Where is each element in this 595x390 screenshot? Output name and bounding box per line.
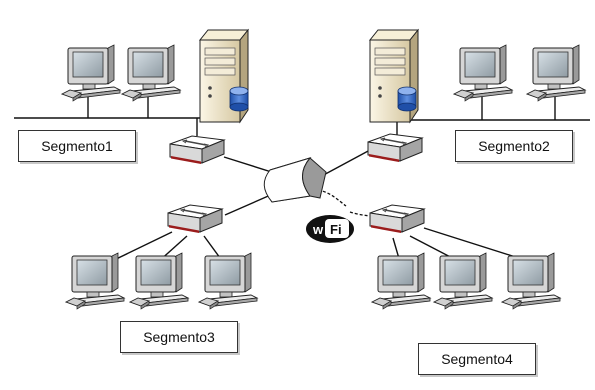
wireless-link <box>317 189 371 217</box>
workstation-icon <box>61 44 121 102</box>
network-switch-icon <box>367 133 423 163</box>
network-switch-icon <box>369 204 425 234</box>
wifi-badge-text-fi: Fi <box>330 222 342 237</box>
workstation-icon <box>526 44 586 102</box>
segment4-pc-cable <box>423 227 526 261</box>
workstation-icon <box>433 252 493 310</box>
database-icon <box>397 86 417 112</box>
database-icon <box>229 86 249 112</box>
segment4-label: Segmento4 <box>418 343 536 375</box>
segment3-label: Segmento3 <box>120 321 238 353</box>
network-switch-icon <box>167 204 223 234</box>
workstation-icon <box>65 252 125 310</box>
workstation-icon <box>501 252 561 310</box>
workstation-icon <box>129 252 189 310</box>
router-link-segment2 <box>317 149 371 179</box>
segment3-pc-cable <box>109 231 173 263</box>
segment1-label: Segmento1 <box>18 130 136 162</box>
workstation-icon <box>121 44 181 102</box>
workstation-icon <box>198 252 258 310</box>
workstation-icon <box>371 252 431 310</box>
wifi-badge-text-w: w <box>312 222 324 237</box>
network-switch-icon <box>169 135 225 165</box>
workstation-icon <box>453 44 513 102</box>
wifi-badge-icon: w Fi <box>306 215 354 243</box>
segment2-label: Segmento2 <box>455 130 573 162</box>
router-icon <box>263 157 327 203</box>
